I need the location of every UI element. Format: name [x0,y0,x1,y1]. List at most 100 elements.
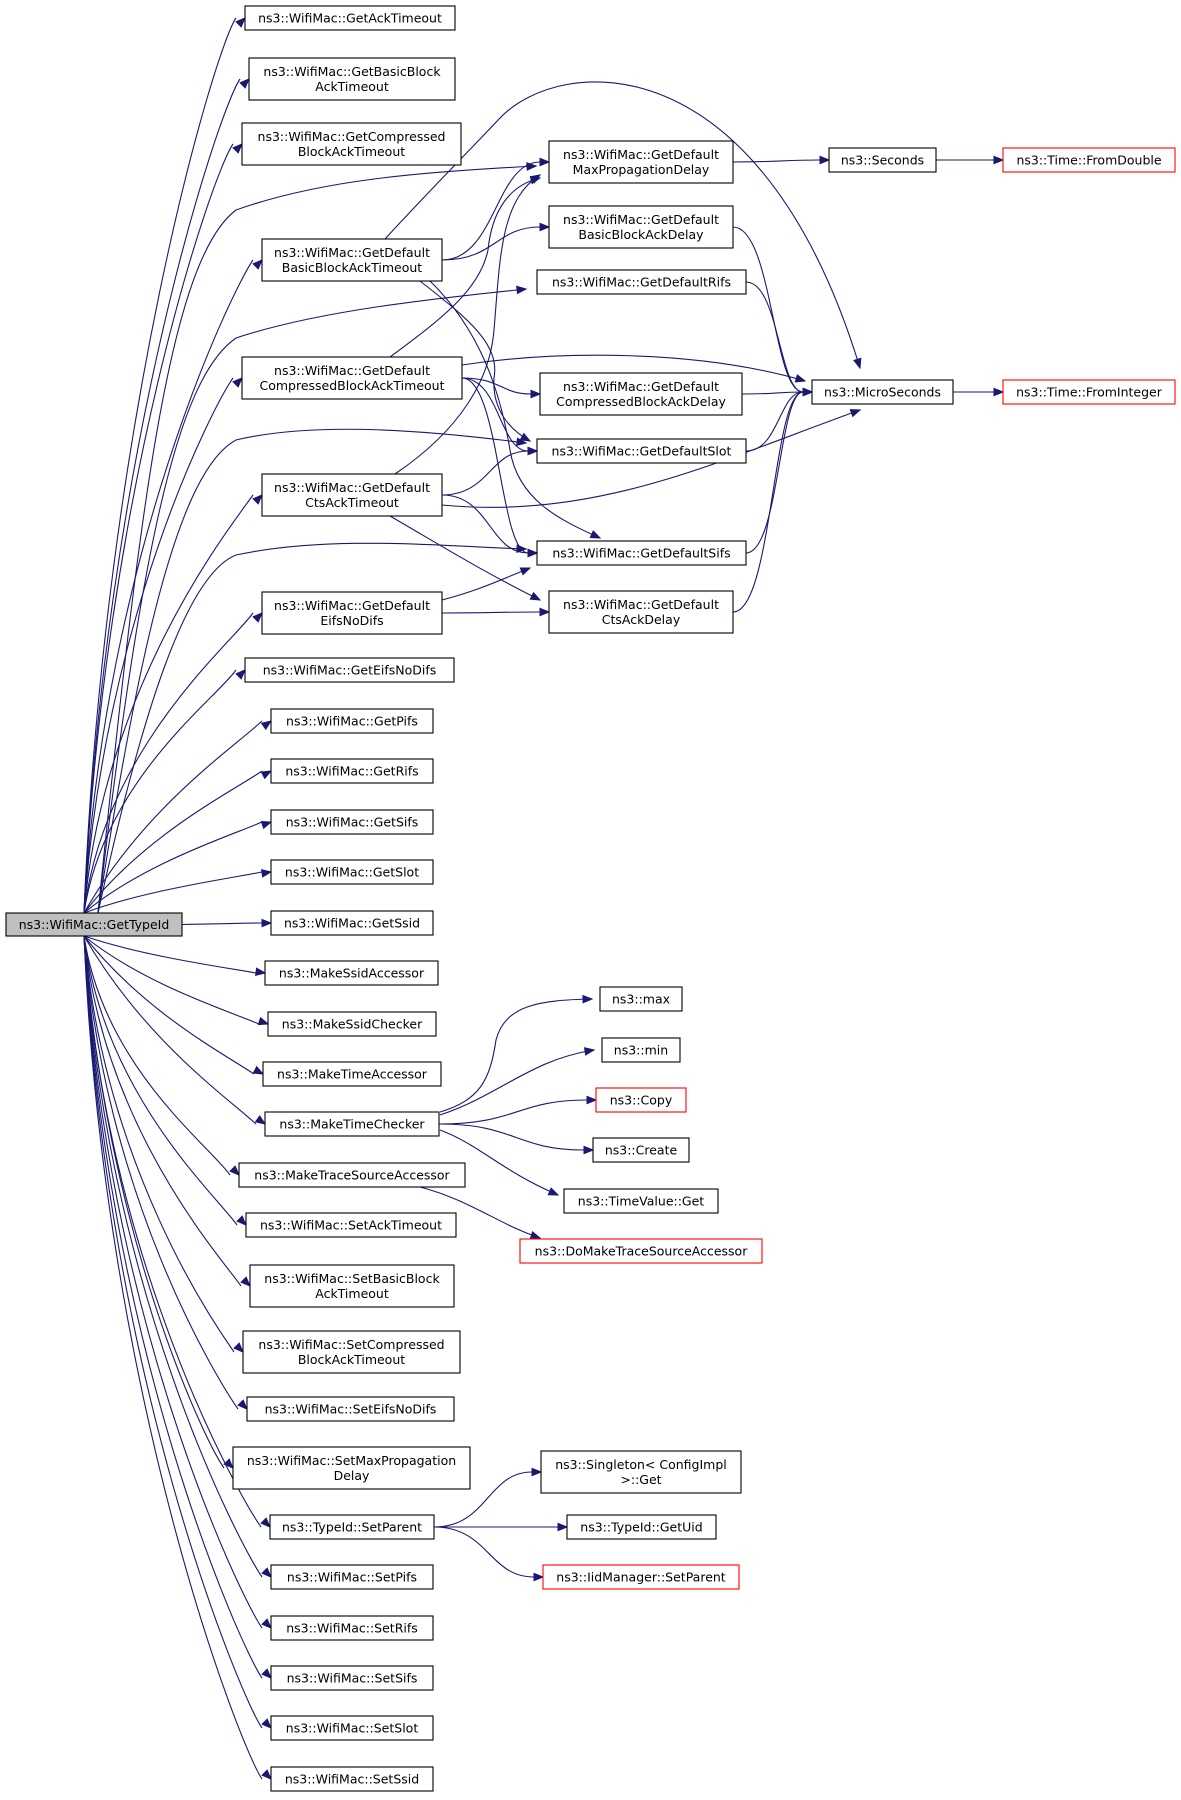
node-n_getdefaultcompressedblockackdelay[interactable]: ns3::WifiMac::GetDefaultCompressedBlockA… [539,372,743,416]
node-n_copy[interactable]: ns3::Copy [595,1087,687,1113]
arrowhead-icon [254,1114,267,1125]
edge-n_getdefaultbasicblockackdelay-to-n_microseconds [732,226,814,397]
node-n_getsifs[interactable]: ns3::WifiMac::GetSifs [270,809,434,835]
node-label: ns3::WifiMac::GetDefault [274,598,430,613]
node-n_makessidaccessor[interactable]: ns3::MakeSsidAccessor [264,960,439,986]
node-n_getrifs[interactable]: ns3::WifiMac::GetRifs [270,758,434,784]
node-n_getdefaultrifs[interactable]: ns3::WifiMac::GetDefaultRifs [536,269,747,295]
node-box [270,758,434,784]
node-n_getdefaultsifs[interactable]: ns3::WifiMac::GetDefaultSifs [536,540,747,566]
node-box [232,1446,471,1490]
node-label: ns3::WifiMac::GetDefaultSifs [552,546,730,561]
edge-root-to-n_setacktimeout [83,935,247,1226]
node-label: ns3::WifiMac::SetCompressed [258,1337,444,1352]
node-box [248,57,456,101]
node-box [241,122,462,166]
node-n_getpifs[interactable]: ns3::WifiMac::GetPifs [270,708,434,734]
node-n_maketracesourceaccessor[interactable]: ns3::MakeTraceSourceAccessor [238,1162,466,1188]
node-label: ns3::WifiMac::SetMaxPropagation [247,1453,456,1468]
edge-n_getdefaultbasicblockacktimeout-to-n_getdefaultbasicblockackdelay [441,222,551,261]
node-n_getdefaultbasicblockacktimeout[interactable]: ns3::WifiMac::GetDefaultBasicBlockAckTim… [261,238,443,282]
node-box [1002,379,1176,405]
node-n_create[interactable]: ns3::Create [592,1137,690,1163]
node-n_domaketracesourceaccessor[interactable]: ns3::DoMakeTraceSourceAccessor [519,1238,763,1264]
node-n_min[interactable]: ns3::min [601,1037,681,1063]
arrowhead-icon [529,591,542,601]
arrowhead-icon [235,17,246,28]
node-n_setpifs[interactable]: ns3::WifiMac::SetPifs [270,1564,434,1590]
node-n_getssid[interactable]: ns3::WifiMac::GetSsid [270,910,434,936]
node-n_singleton_get[interactable]: ns3::Singleton< ConfigImpl >::Get [540,1450,742,1494]
node-label: ns3::WifiMac::SetAckTimeout [260,1218,442,1233]
node-n_maketimeaccessor[interactable]: ns3::MakeTimeAccessor [262,1061,442,1087]
node-n_getcompressedblockacktimeout[interactable]: ns3::WifiMac::GetCompressedBlockAckTimeo… [241,122,462,166]
node-box [536,269,747,295]
edge-root-to-n_setmaxpropagationdelay [83,935,234,1469]
edge-root-to-n_getslot [83,869,273,914]
arrowhead-icon [794,374,807,383]
arrowhead-icon [233,1342,244,1353]
node-box [548,205,734,249]
edge-root-to-n_setrifs [83,935,272,1629]
node-box [1002,147,1176,173]
node-n_typeid_getuid[interactable]: ns3::TypeId::GetUid [566,1514,717,1540]
node-n_setslot[interactable]: ns3::WifiMac::SetSlot [270,1715,434,1741]
arrowhead-icon [260,770,273,780]
node-n_setssid[interactable]: ns3::WifiMac::SetSsid [270,1766,434,1792]
arrowhead-icon [557,1522,569,1532]
node-n_geteifsnodifs[interactable]: ns3::WifiMac::GetEifsNoDifs [244,657,455,683]
arrowhead-icon [257,1016,270,1026]
node-n_time_frominteger[interactable]: ns3::Time::FromInteger [1002,379,1176,405]
node-root[interactable]: ns3::WifiMac::GetTypeId [5,912,183,937]
node-n_setsifs[interactable]: ns3::WifiMac::SetSifs [270,1665,434,1691]
node-n_typeid_setparent[interactable]: ns3::TypeId::SetParent [269,1514,435,1540]
arrowhead-icon [849,409,862,418]
edge-root-to-n_getdefaulteifsnodifs [83,612,263,914]
node-n_getdefaultmaxpropagationdelay[interactable]: ns3::WifiMac::GetDefaultMaxPropagationDe… [548,140,734,184]
arrowhead-icon [261,1618,272,1629]
node-n_timevalue_get[interactable]: ns3::TimeValue::Get [563,1188,719,1214]
edge-root-to-n_getssid [181,918,273,928]
node-label: CtsAckDelay [602,612,681,627]
node-n_getdefaultslot[interactable]: ns3::WifiMac::GetDefaultSlot [536,438,747,464]
node-label: ns3::WifiMac::GetDefault [563,147,719,162]
node-n_time_fromdouble[interactable]: ns3::Time::FromDouble [1002,147,1176,173]
node-box [270,1564,434,1590]
node-n_iidmanager_setparent[interactable]: ns3::IidManager::SetParent [542,1564,740,1590]
node-n_seteifsnodifs[interactable]: ns3::WifiMac::SetEifsNoDifs [246,1396,455,1422]
node-box [249,1264,455,1308]
node-n_getdefaultbasicblockackdelay[interactable]: ns3::WifiMac::GetDefaultBasicBlockAckDel… [548,205,734,249]
node-label: ns3::WifiMac::SetPifs [287,1570,417,1585]
node-n_getdefaultcompressedblockacktimeout[interactable]: ns3::WifiMac::GetDefaultCompressedBlockA… [241,356,463,400]
node-n_getslot[interactable]: ns3::WifiMac::GetSlot [270,859,434,885]
node-box [599,986,683,1012]
arrowhead-icon [802,387,814,397]
edge-n_typeid_setparent-to-n_typeid_getuid [434,1522,569,1532]
node-n_seconds[interactable]: ns3::Seconds [828,147,937,173]
arrowhead-icon [853,357,862,370]
node-n_microseconds[interactable]: ns3::MicroSeconds [811,379,954,405]
node-label: CompressedBlockAckDelay [556,394,726,409]
node-n_makessidchecker[interactable]: ns3::MakeSsidChecker [267,1011,437,1037]
node-label: ns3::WifiMac::GetTypeId [19,917,170,932]
node-label: ns3::MakeTimeChecker [279,1117,425,1132]
node-n_setacktimeout[interactable]: ns3::WifiMac::SetAckTimeout [245,1212,457,1238]
edge-root-to-n_geteifsnodifs [83,669,246,914]
node-n_setcompressedblockacktimeout[interactable]: ns3::WifiMac::SetCompressedBlockAckTimeo… [242,1330,461,1374]
node-n_getacktimeout[interactable]: ns3::WifiMac::GetAckTimeout [244,5,456,31]
edge-n_getdefaultslot-to-n_microseconds [745,387,814,452]
edge-n_getdefaultctsacktimeout-to-n_getdefaultmaxpropagationdelay [394,174,542,475]
node-n_setrifs[interactable]: ns3::WifiMac::SetRifs [270,1615,434,1641]
node-n_max[interactable]: ns3::max [599,986,683,1012]
node-n_maketimechecker[interactable]: ns3::MakeTimeChecker [264,1111,440,1137]
edge-root-to-n_setssid [83,935,272,1780]
node-box [264,1111,440,1137]
node-label: ns3::WifiMac::SetSsid [285,1772,419,1787]
